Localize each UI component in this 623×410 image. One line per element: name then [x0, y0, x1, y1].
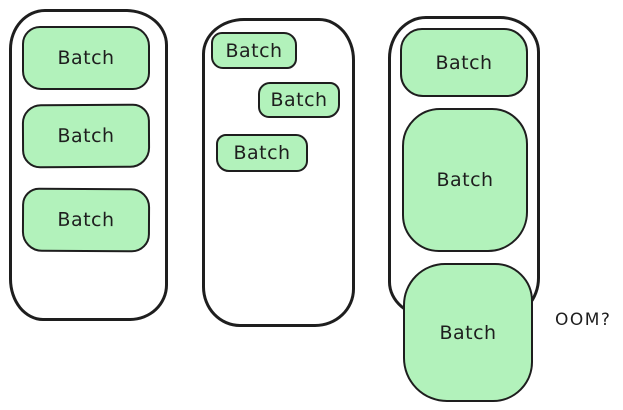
batch-box: Batch	[21, 103, 151, 169]
memory-container-3: Batch Batch Batch	[388, 16, 540, 402]
batch-box: Batch	[216, 134, 308, 172]
memory-container-1: Batch Batch Batch	[9, 9, 168, 321]
batch-box-overflowing: Batch	[403, 263, 533, 402]
batch-box: Batch	[400, 28, 528, 97]
oom-annotation: OOM?	[555, 310, 612, 330]
batch-box: Batch	[402, 108, 528, 252]
batch-box: Batch	[258, 82, 340, 118]
memory-container-2: Batch Batch Batch	[202, 18, 355, 327]
batch-box: Batch	[211, 32, 297, 69]
batch-box: Batch	[22, 26, 150, 90]
batch-box: Batch	[21, 187, 151, 253]
